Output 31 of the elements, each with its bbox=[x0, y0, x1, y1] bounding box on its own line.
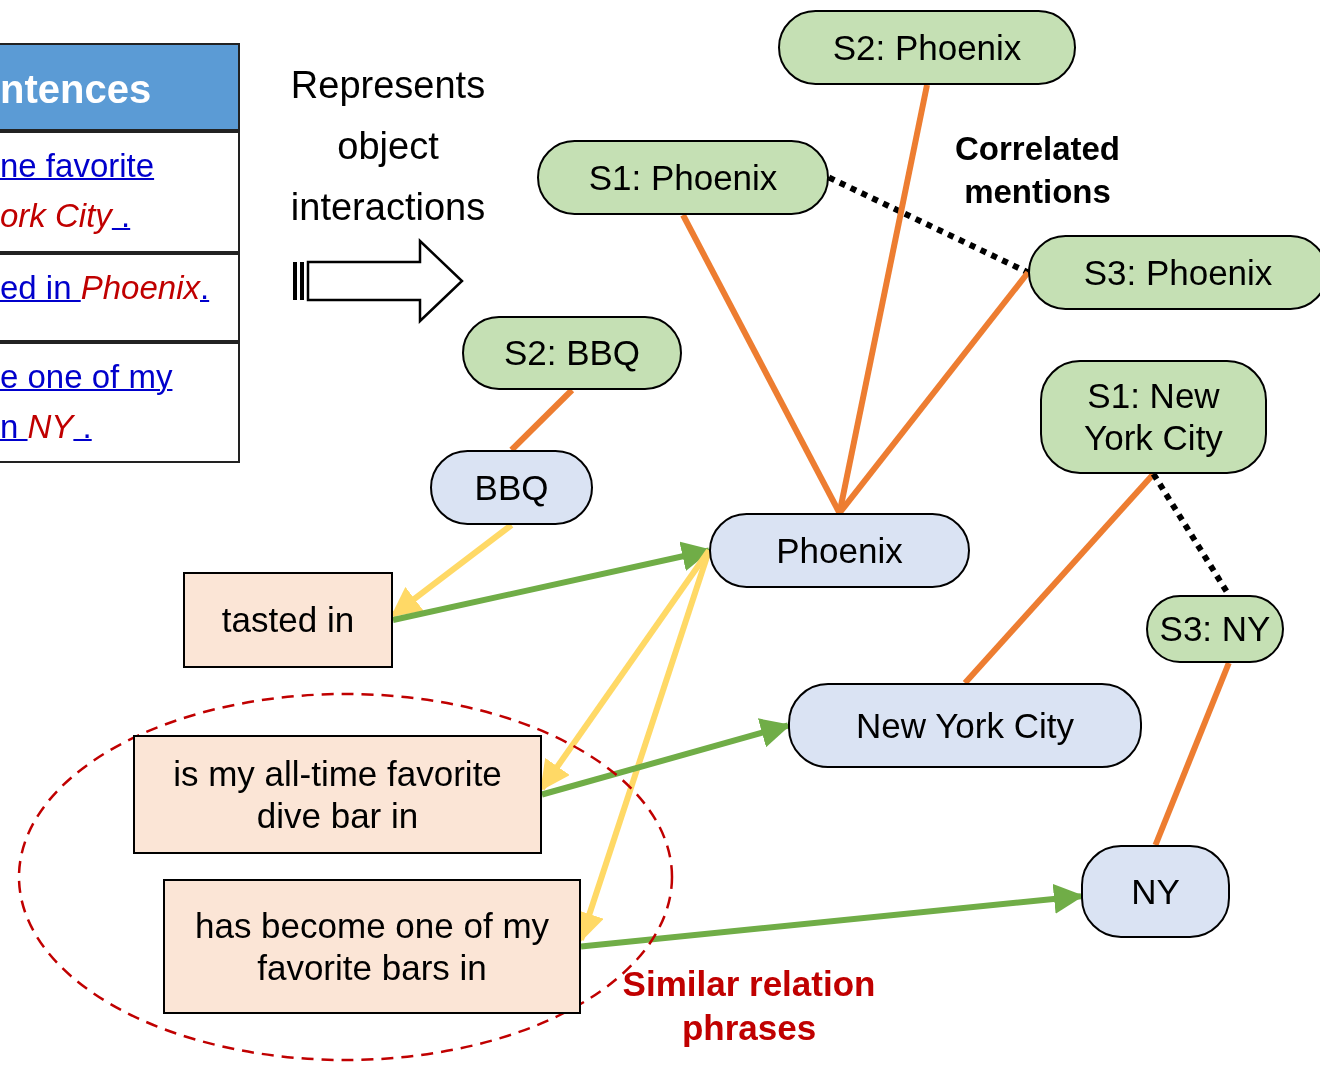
sentence-text: ed in Phoenix. bbox=[0, 268, 211, 308]
node-label: Phoenix bbox=[776, 529, 903, 572]
node-label: NY bbox=[1131, 870, 1180, 913]
node-label: S1: Phoenix bbox=[588, 156, 778, 199]
caption-text: Represents object interactions bbox=[289, 63, 487, 230]
entity-box bbox=[1081, 845, 1230, 938]
entity-box bbox=[709, 513, 970, 588]
connector-line bbox=[1152, 661, 1232, 847]
connector-line bbox=[509, 387, 575, 453]
sentence-text: e one of my n NY . bbox=[0, 357, 174, 447]
group-heading: Similar relation phrases bbox=[621, 963, 877, 1049]
mention-box bbox=[1028, 235, 1320, 310]
sentence-text: ntences bbox=[0, 66, 153, 113]
connector-line bbox=[827, 174, 1030, 276]
mention-box bbox=[1040, 360, 1267, 474]
node-label: BBQ bbox=[474, 466, 549, 509]
connector-line bbox=[962, 472, 1156, 685]
node-label: S2: Phoenix bbox=[832, 26, 1022, 69]
node-label: S3: NY bbox=[1159, 608, 1271, 650]
annotation-text: Correlated mentions bbox=[953, 129, 1122, 212]
relation-box bbox=[163, 879, 581, 1014]
sentence-text: ne favorite ork City . bbox=[0, 146, 156, 236]
node-label: tasted in bbox=[221, 599, 355, 641]
relation-box bbox=[133, 735, 542, 854]
node-label: S3: Phoenix bbox=[1083, 251, 1273, 294]
node-label: New York City bbox=[856, 704, 1074, 747]
node-label: has become one of my favorite bars in bbox=[193, 904, 551, 989]
node-label: S2: BBQ bbox=[503, 332, 641, 374]
node-label: S1: New York City bbox=[1083, 375, 1224, 459]
node-label: is my all-time favorite dive bar in bbox=[172, 752, 503, 837]
relation-box bbox=[183, 572, 393, 668]
